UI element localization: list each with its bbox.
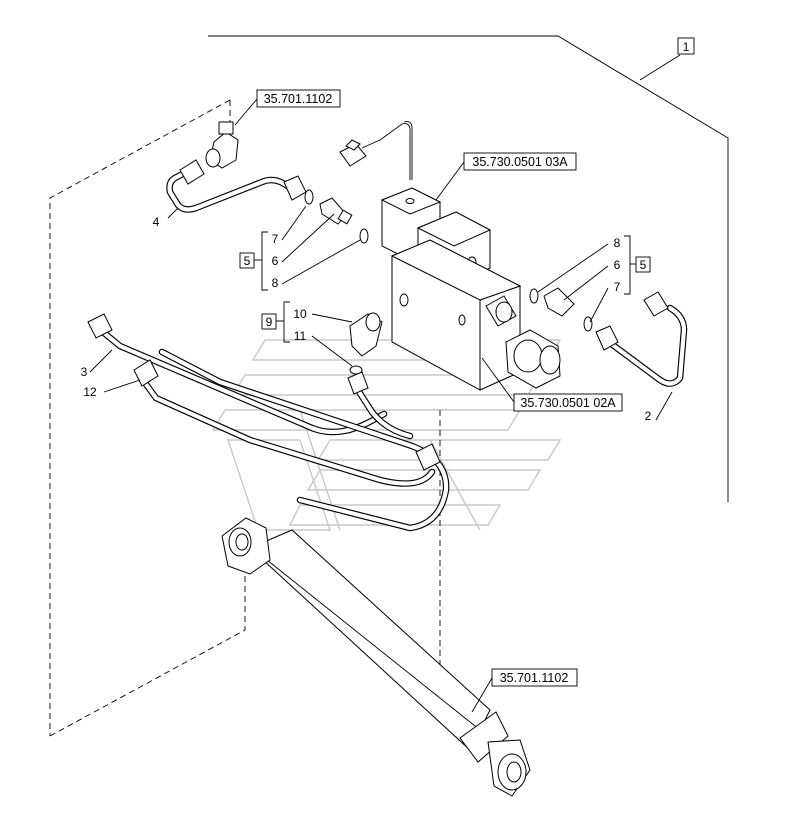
group-9: 9 10 11 [261,301,353,367]
callout-8-left: 8 [272,276,279,290]
ch-logo-watermark [211,339,562,531]
ref-cylinder: 35.701.1102 [471,668,578,713]
callout-9: 9 [266,315,273,329]
ref-valve-block-text: 35.730.0501 02A [520,396,616,410]
callout-5-right: 5 [640,258,647,272]
ref-valve-block: 35.730.0501 02A [481,357,623,412]
top-elbow-fitting [205,121,239,169]
ref-valve-solenoid: 35.730.0501 03A [435,152,577,201]
callout-11: 11 [294,329,307,343]
callout-box-1 [677,37,695,55]
group-5-right: 8 6 7 5 [537,235,651,323]
fitting-group-left [304,189,369,244]
ref-top-fitting: 35.701.1102 [234,89,341,126]
pipe-item-2: 2 [595,291,688,423]
hydraulic-cylinder [221,517,531,797]
callout-5-left: 5 [244,254,251,268]
group-5-left: 5 7 6 8 [239,205,361,291]
callout-4: 4 [153,215,160,229]
callout-3: 3 [81,365,88,379]
callout-7-right: 7 [614,280,621,294]
pipe-item-3: 3 [81,313,450,532]
callout-6-right: 6 [614,258,621,272]
callout-7-left: 7 [272,232,279,246]
callout-8-right: 8 [614,236,621,250]
callout-1: 1 [683,40,690,54]
callout-10: 10 [293,307,307,321]
callout-6-left: 6 [272,254,279,268]
valve-assembly [380,187,561,391]
solenoid-wire [339,121,413,180]
callout-12: 12 [83,385,97,399]
assembly-bracket: 1 [208,35,729,502]
callout-2: 2 [645,409,652,423]
fitting-group-right [529,287,593,332]
ref-top-fitting-text: 35.701.1102 [264,92,333,106]
hose-item-12: 12 [83,359,436,487]
ref-valve-solenoid-text: 35.730.0501 03A [472,155,568,169]
elbow-fitting-10 [349,312,383,375]
ref-cylinder-text: 35.701.1102 [500,671,569,685]
pipe-item-4: 4 [153,159,307,229]
